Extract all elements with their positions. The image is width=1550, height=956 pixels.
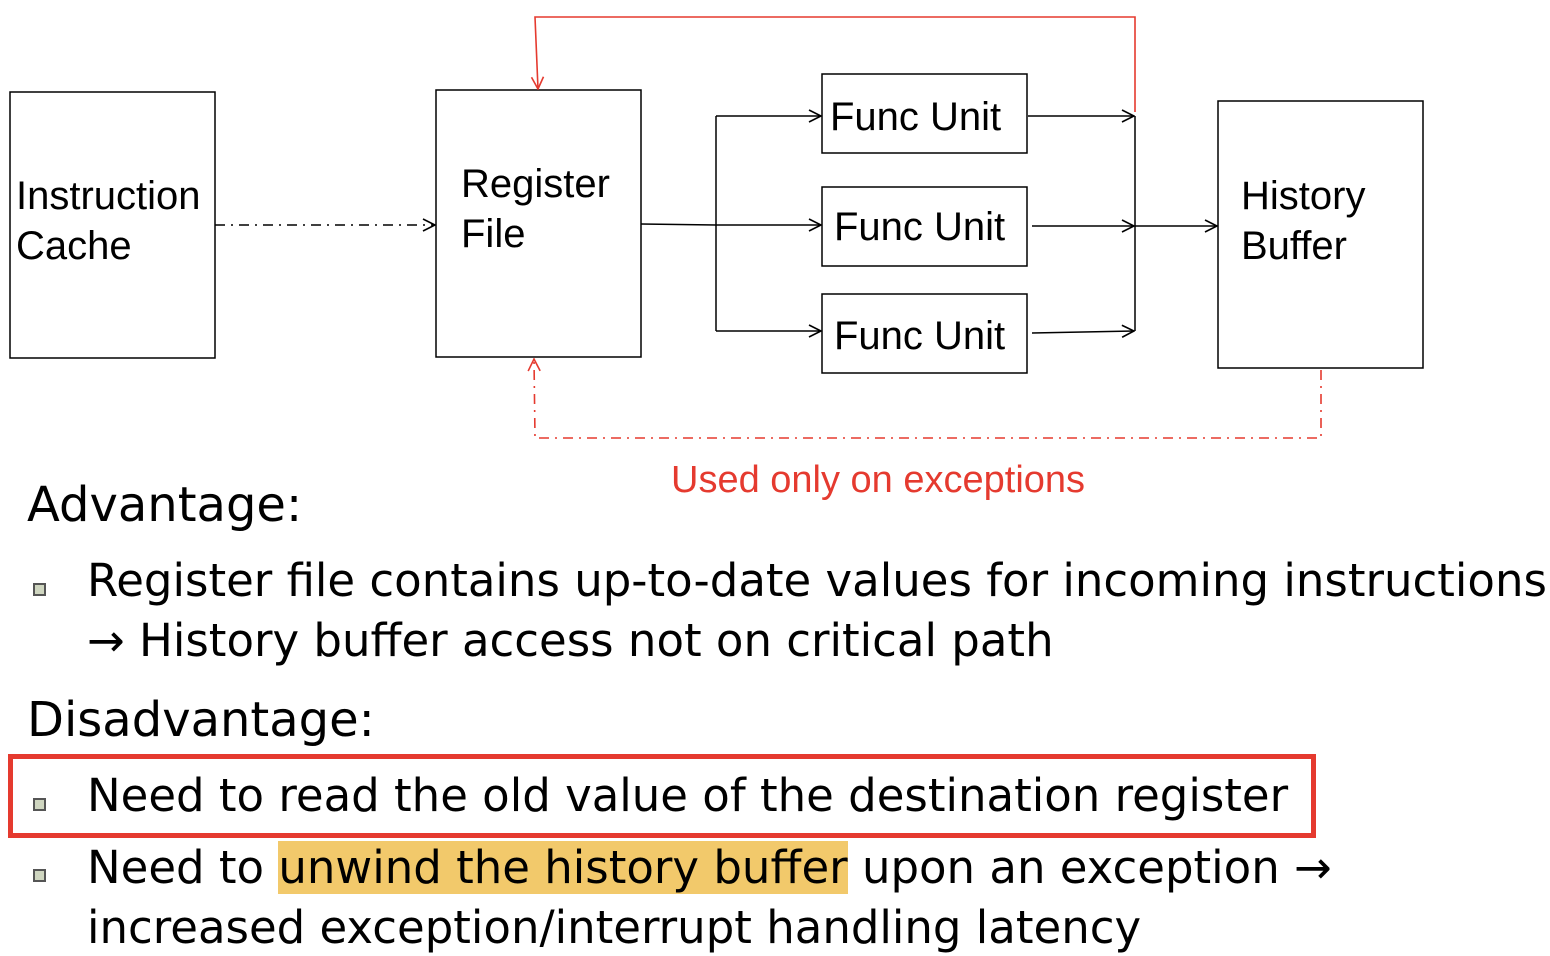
func-unit-box-2 [821,186,1028,267]
disadvantage-line-3: increased exception/interrupt handling l… [87,901,1142,954]
history-buffer-box [1217,100,1424,369]
advantage-bullet-icon [33,583,46,596]
exception-note: Used only on exceptions [671,459,1086,501]
unwind-highlight: unwind the history buffer [278,841,848,894]
highlight-box [8,754,1316,838]
rf-output-line [640,223,717,226]
advantage-line-2: → History buffer access not on critical … [87,614,1054,667]
fu3-out-arrow [1031,331,1134,333]
disadvantage-bullet-icon-1 [33,798,46,811]
disadvantage2-pre: Need to [87,841,279,894]
func-unit-box-3 [821,293,1028,374]
disadvantage2-post: upon an exception → [847,841,1332,894]
func-unit-label-1: Func Unit [830,95,1002,139]
writeback-path [535,16,1136,112]
func-unit-label-3: Func Unit [834,314,1006,358]
register-file-text: Register File [461,162,610,256]
disadvantage-heading: Disadvantage: [27,692,375,748]
func-unit-label-2: Func Unit [834,205,1006,249]
func-unit-box-1 [821,73,1028,154]
advantage-heading: Advantage: [27,477,303,533]
disadvantage-bullet-icon-2 [33,869,46,882]
datapath-diagram [9,16,1424,439]
instruction-cache-label: Instruction Cache [16,171,201,271]
instruction-cache-text: Instruction Cache [16,174,201,268]
instruction-cache-box [9,91,216,359]
exception-restore-path [534,359,1322,439]
register-file-box [435,89,642,358]
advantage-line-1: Register file contains up-to-date values… [87,554,1547,607]
disadvantage-line-1: Need to read the old value of the destin… [87,769,1289,822]
history-buffer-label: History Buffer [1241,171,1365,271]
disadvantage-line-2: Need to unwind the history buffer upon a… [87,840,1332,896]
history-buffer-text: History Buffer [1241,174,1366,268]
register-file-label: Register File [461,159,610,259]
